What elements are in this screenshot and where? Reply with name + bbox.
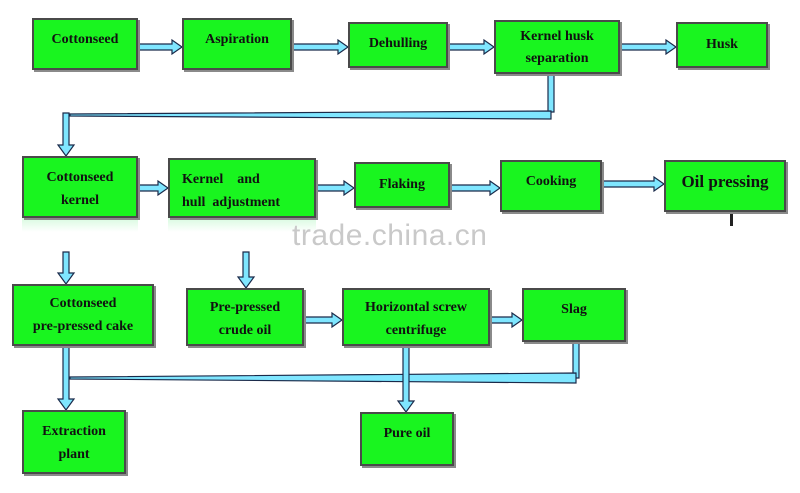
node-label: pre-pressed cake (32, 319, 134, 334)
arrow-to-cottonseed-kernel (56, 112, 76, 158)
node-extraction-plant: Extraction plant (22, 410, 126, 474)
node-slag: Slag (522, 288, 626, 342)
node-label: Pre-pressed (209, 300, 281, 315)
node-kernel-hull-adjustment: Kernel and hull adjustment (168, 158, 316, 218)
node-label: Slag (561, 302, 587, 317)
node-aspiration: Aspiration (182, 18, 292, 70)
node-kernel-husk-separation: Kernel husk separation (494, 20, 620, 74)
arrow-dehulling-to-separation (447, 38, 496, 56)
node-cottonseed: Cottonseed (32, 18, 138, 70)
arrow-separation-to-husk (619, 38, 678, 56)
node-label: centrifuge (385, 323, 447, 338)
arrow-separation-down (547, 73, 555, 113)
arrow-flaking-to-cooking (449, 179, 502, 197)
node-dehulling: Dehulling (348, 22, 448, 68)
arrow-centrifuge-to-pure-oil (396, 345, 416, 414)
node-horizontal-screw-centrifuge: Horizontal screw centrifuge (342, 288, 490, 346)
node-pre-pressed-crude-oil: Pre-pressed crude oil (186, 288, 304, 346)
arrow-cottonseed-to-aspiration (137, 38, 184, 56)
node-label: Pure oil (383, 426, 431, 441)
arrow-adjustment-to-flaking (315, 179, 356, 197)
arrow-aspiration-to-dehulling (291, 38, 350, 56)
node-label: separation (525, 51, 589, 66)
node-label: crude oil (218, 323, 272, 338)
node-label: Aspiration (205, 32, 269, 47)
node-label: kernel (60, 193, 100, 208)
oil-pressing-stub (730, 212, 733, 226)
node-cooking: Cooking (500, 160, 602, 212)
node-label: Cottonseed (49, 296, 117, 311)
node-husk: Husk (676, 22, 768, 68)
node-label: Cottonseed (51, 32, 119, 47)
arrow-cooking-to-oil-pressing (601, 175, 666, 193)
arrow-centrifuge-to-slag (489, 311, 524, 329)
node-label: Extraction (42, 424, 106, 439)
node-label: Kernel and (182, 172, 260, 187)
node-label: Kernel husk (520, 29, 594, 44)
node-label: Cottonseed (46, 170, 114, 185)
arrow-adjustment-to-crude-oil (236, 251, 256, 290)
node-label: Flaking (379, 177, 425, 192)
arrow-slag-down (572, 341, 580, 379)
node-label: hull adjustment (182, 195, 281, 210)
node-label: Husk (706, 37, 738, 52)
node-label: Horizontal screw (365, 300, 467, 315)
reflection-stripe (22, 218, 138, 232)
node-label: Cooking (525, 174, 577, 189)
arrow-cake-to-extraction (56, 345, 76, 412)
node-label: plant (58, 447, 90, 462)
arrow-return-band (69, 110, 552, 120)
arrow-kernel-to-adjustment (137, 179, 170, 197)
node-cottonseed-kernel: Cottonseed kernel (22, 156, 138, 218)
node-pre-pressed-cake: Cottonseed pre-pressed cake (12, 284, 154, 346)
arrow-crude-oil-to-centrifuge (303, 311, 344, 329)
node-pure-oil: Pure oil (360, 412, 454, 466)
node-oil-pressing: Oil pressing (664, 160, 786, 212)
arrow-kernel-to-cake (56, 251, 76, 286)
node-label: Dehulling (368, 36, 428, 51)
arrow-slag-return-band (69, 372, 577, 384)
watermark-text: trade.china.cn (292, 219, 488, 252)
reflection-stripe (168, 218, 316, 232)
node-flaking: Flaking (354, 162, 450, 208)
node-label: Oil pressing (681, 172, 769, 191)
